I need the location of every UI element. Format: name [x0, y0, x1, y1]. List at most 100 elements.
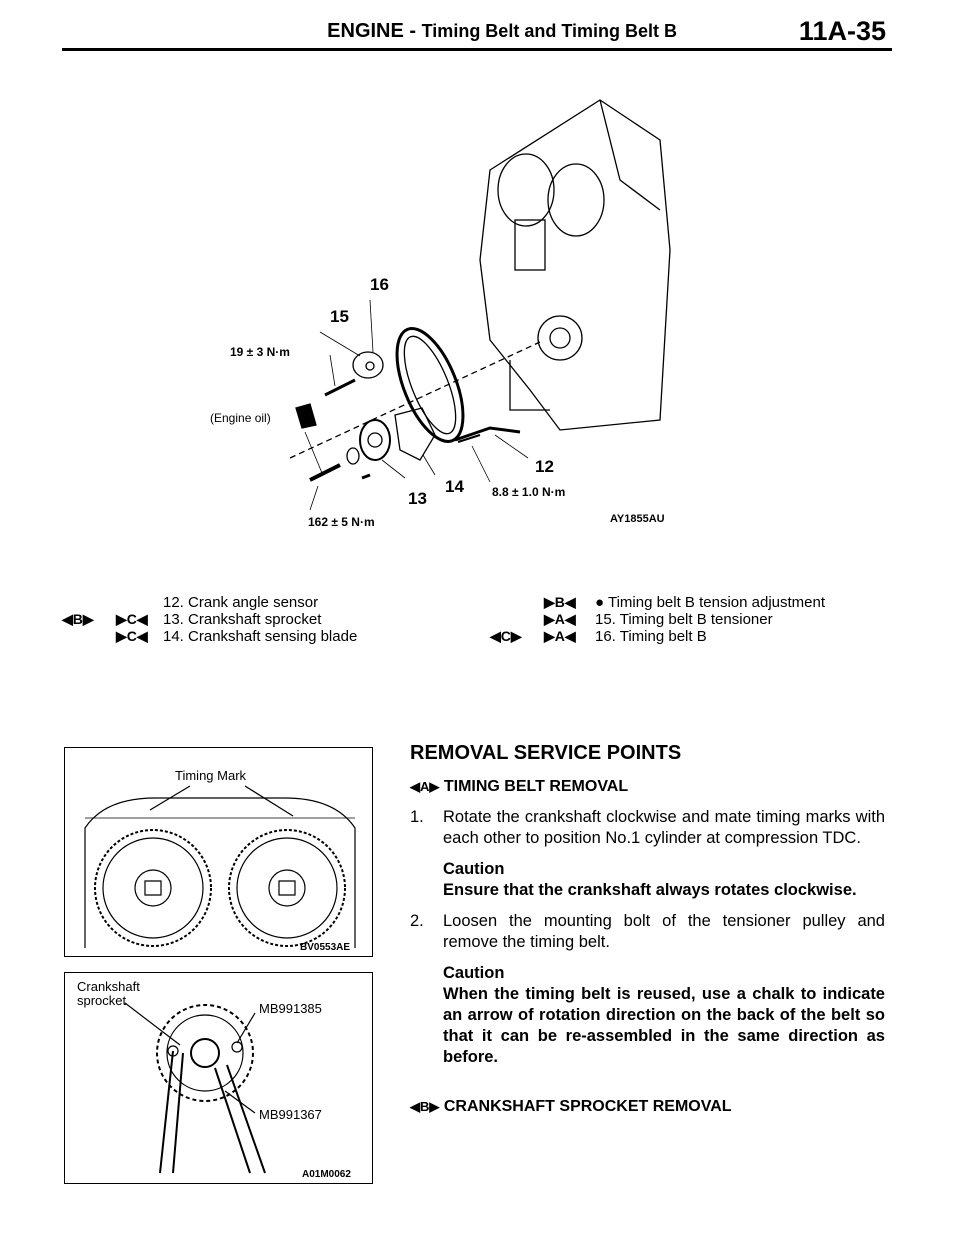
- tensioner-hub: [365, 361, 375, 371]
- step-text: Loosen the mounting bolt of the tensione…: [443, 912, 885, 951]
- caution-title: Caution: [443, 964, 505, 982]
- right-hub: [268, 869, 306, 907]
- torque-right-label: 8.8 ± 1.0 N·m: [492, 485, 565, 499]
- timing-mark-leader-left: [149, 785, 191, 811]
- legend-right: ▶B◀ ● Timing belt B tension adjustment ▶…: [490, 594, 890, 645]
- leader-15: [319, 331, 361, 357]
- tool1-leader: [236, 1012, 256, 1044]
- figure2-code: A01M0062: [302, 1169, 351, 1180]
- section-title: REMOVAL SERVICE POINTS: [410, 742, 682, 764]
- leader-162nm: [309, 485, 319, 511]
- left-hex-bolt: [144, 880, 162, 896]
- left-hub: [134, 869, 172, 907]
- engine-diagram-svg: 16 15 12 13 14 19 ± 3 N·m 8.8 ± 1.0 N·m …: [210, 99, 671, 529]
- timing-mark-svg: Timing Mark BV0553AE: [84, 768, 356, 953]
- engine-oil-label: (Engine oil): [210, 411, 271, 425]
- callout-13: 13: [408, 489, 427, 508]
- legend-row: 12. Crank angle sensor: [62, 594, 402, 611]
- callout-16: 16: [370, 275, 389, 294]
- leader-16: [369, 299, 374, 353]
- crank-angle-sensor: [454, 426, 521, 442]
- subheading-crankshaft-sprocket: ◀B▶ CRANKSHAFT SPROCKET REMOVAL: [410, 1096, 885, 1117]
- crank-sprocket-hub: [367, 432, 383, 448]
- cover-outline: [84, 797, 356, 948]
- legend-item: 15. Timing belt B tensioner: [595, 611, 773, 628]
- step-item: 1. Rotate the crankshaft clockwise and m…: [410, 807, 885, 849]
- legend-row: ▶B◀ ● Timing belt B tension adjustment: [490, 594, 890, 611]
- legend-item: 13. Crankshaft sprocket: [163, 611, 322, 628]
- left-sprocket-teeth: [94, 829, 212, 947]
- subheading-timing-belt: ◀A▶ TIMING BELT REMOVAL: [410, 776, 885, 797]
- callout-14: 14: [445, 477, 464, 496]
- leader-13: [381, 459, 406, 479]
- center-line: [289, 341, 541, 459]
- engine-oil-icon: [295, 403, 317, 429]
- step-item: 2. Loosen the mounting bolt of the tensi…: [410, 911, 885, 953]
- leader-oil: [304, 431, 323, 474]
- header-rule: [62, 48, 892, 51]
- leader-14: [422, 454, 436, 476]
- sprocket-teeth: [156, 1004, 254, 1102]
- legend-item: ● Timing belt B tension adjustment: [595, 594, 826, 611]
- caution-text: When the timing belt is reused, use a ch…: [443, 985, 885, 1066]
- figure-crankshaft-sprocket: Crankshaft sprocket MB991385 MB991367 A0…: [64, 972, 373, 1184]
- tool-handle-left-b: [172, 1052, 184, 1174]
- legend-mark: ▶C◀: [116, 611, 148, 627]
- step-number: 2.: [410, 912, 424, 930]
- legend-item: 14. Crankshaft sensing blade: [163, 628, 358, 645]
- bracket-shape: [514, 219, 546, 271]
- removal-service-points: REMOVAL SERVICE POINTS ◀A▶ TIMING BELT R…: [410, 743, 885, 1127]
- tool2-leader: [224, 1090, 256, 1114]
- legend-item: 16. Timing belt B: [595, 628, 707, 645]
- caution-text: Ensure that the crankshaft always rotate…: [443, 881, 857, 899]
- legend-left: 12. Crank angle sensor ◀B▶ ▶C◀ 13. Crank…: [62, 594, 402, 645]
- torque-bottom-label: 162 ± 5 N·m: [308, 515, 375, 529]
- leader-19nm: [329, 354, 336, 387]
- header-title: ENGINE - Timing Belt and Timing Belt B: [327, 20, 677, 43]
- engine-exploded-diagram: 16 15 12 13 14 19 ± 3 N·m 8.8 ± 1.0 N·m …: [190, 90, 700, 530]
- legend-row: ◀C▶ ▶A◀ 16. Timing belt B: [490, 628, 890, 645]
- tool-handle-left-a: [159, 1050, 174, 1174]
- washer: [346, 447, 360, 465]
- sprocket-leader: [124, 1002, 181, 1046]
- header-subtitle: Timing Belt and Timing Belt B: [421, 21, 677, 41]
- legend-mark: ◀B▶: [62, 611, 94, 627]
- diagram-code: AY1855AU: [610, 513, 665, 525]
- torque-top-label: 19 ± 3 N·m: [230, 345, 290, 359]
- tensioner-pulley: [352, 351, 384, 379]
- tool-handle-right-b: [226, 1064, 266, 1174]
- sensor-bolt: [457, 434, 481, 443]
- legend-mark: ▶A◀: [544, 611, 576, 627]
- timing-mark-leader-right: [244, 785, 294, 817]
- crank-sprocket: [359, 419, 391, 461]
- tool-pin-right: [231, 1041, 243, 1053]
- legend-row: ◀B▶ ▶C◀ 13. Crankshaft sprocket: [62, 611, 402, 628]
- sprocket-body: [166, 1014, 244, 1092]
- step-text: Rotate the crankshaft clockwise and mate…: [443, 808, 885, 847]
- figure1-code: BV0553AE: [300, 942, 350, 953]
- oil-pump-hub: [549, 327, 571, 349]
- legend-mark: ▶B◀: [544, 594, 576, 610]
- page-header: ENGINE - Timing Belt and Timing Belt B 1…: [62, 14, 892, 52]
- oil-pump-flange: [537, 315, 583, 361]
- sprocket-label-line2: sprocket: [77, 993, 127, 1008]
- block-lower-edge: [509, 360, 550, 411]
- timing-belt-b: [395, 327, 465, 443]
- sprocket-label-line1: Crankshaft: [77, 979, 140, 994]
- legend-item: 12. Crank angle sensor: [163, 594, 319, 611]
- crank-bolt: [309, 463, 341, 482]
- tensioner-bolt: [324, 378, 356, 397]
- sprocket-hub: [190, 1038, 220, 1068]
- key-pin: [361, 473, 371, 480]
- caution-block: Caution Ensure that the crankshaft alway…: [410, 859, 885, 901]
- header-section: ENGINE: [327, 20, 404, 42]
- legend-row: ▶A◀ 15. Timing belt B tensioner: [490, 611, 890, 628]
- timing-mark-label: Timing Mark: [175, 768, 247, 783]
- right-sprocket-teeth: [228, 829, 346, 947]
- legend-row: ▶C◀ 14. Crankshaft sensing blade: [62, 628, 402, 645]
- leader-12: [494, 434, 529, 459]
- figure-timing-mark: Timing Mark BV0553AE: [64, 747, 373, 957]
- tool1-label: MB991385: [259, 1001, 322, 1016]
- legend-mark: ◀C▶: [490, 628, 522, 644]
- left-sprocket: [102, 837, 204, 939]
